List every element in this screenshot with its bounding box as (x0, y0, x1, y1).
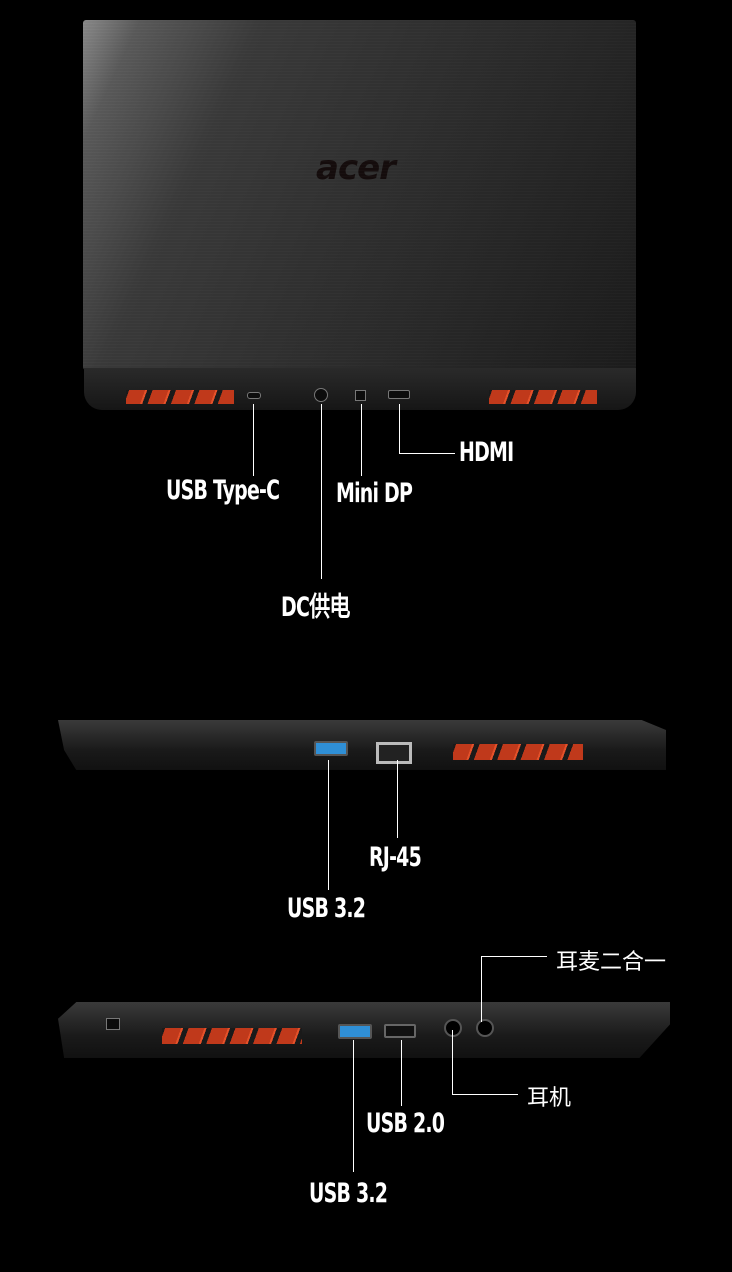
usb-c-callout-line (253, 404, 254, 476)
mini-dp-port-icon (355, 390, 366, 401)
headphone-callout-line-v (452, 1030, 453, 1094)
laptop-right-side (58, 720, 666, 770)
usb20-callout-line (401, 1040, 402, 1106)
usb32-port-icon (314, 741, 348, 756)
combo-audio-label: 耳麦二合一 (556, 950, 667, 975)
dc-callout-line (321, 404, 322, 579)
dc-jack-icon (314, 388, 328, 402)
hdmi-callout-line-h (399, 453, 455, 454)
usb-c-port-icon (247, 392, 261, 399)
right-side-vent (453, 744, 583, 760)
dc-power-label: DC供电 (281, 592, 350, 623)
usb20-port-icon (384, 1024, 416, 1038)
rj45-label: RJ-45 (369, 842, 422, 873)
headphone-jack-icon (444, 1019, 462, 1037)
mini-dp-callout-line (361, 404, 362, 476)
usb32-left-callout-line (353, 1040, 354, 1172)
usb32-right-callout-line (328, 760, 329, 890)
hdmi-label: HDMI (459, 437, 514, 468)
laptop-left-side (58, 1002, 670, 1058)
usb32-left-port-icon (338, 1024, 372, 1039)
combo-audio-jack-icon (476, 1019, 494, 1037)
acer-logo: acer (316, 148, 396, 188)
right-rear-vent (489, 390, 597, 404)
laptop-lid: acer (83, 20, 636, 370)
combo-audio-callout-line-h (481, 956, 547, 957)
kensington-lock-icon (106, 1018, 120, 1030)
rj45-port-icon (376, 742, 412, 764)
rj45-callout-line (397, 760, 398, 838)
combo-audio-callout-line-v (481, 956, 482, 1022)
usb20-label: USB 2.0 (366, 1108, 445, 1139)
usb32-left-label: USB 3.2 (309, 1178, 388, 1209)
left-rear-vent (126, 390, 234, 404)
left-side-vent (162, 1028, 302, 1044)
mini-dp-label: Mini DP (336, 478, 413, 509)
headphone-callout-line-h (452, 1094, 518, 1095)
rear-hinge-panel (84, 368, 636, 410)
usb32-right-label: USB 3.2 (287, 893, 366, 924)
headphone-label: 耳机 (527, 1086, 572, 1111)
hdmi-callout-line-v (399, 404, 400, 454)
hdmi-port-icon (388, 390, 410, 399)
usb-type-c-label: USB Type-C (166, 475, 280, 506)
